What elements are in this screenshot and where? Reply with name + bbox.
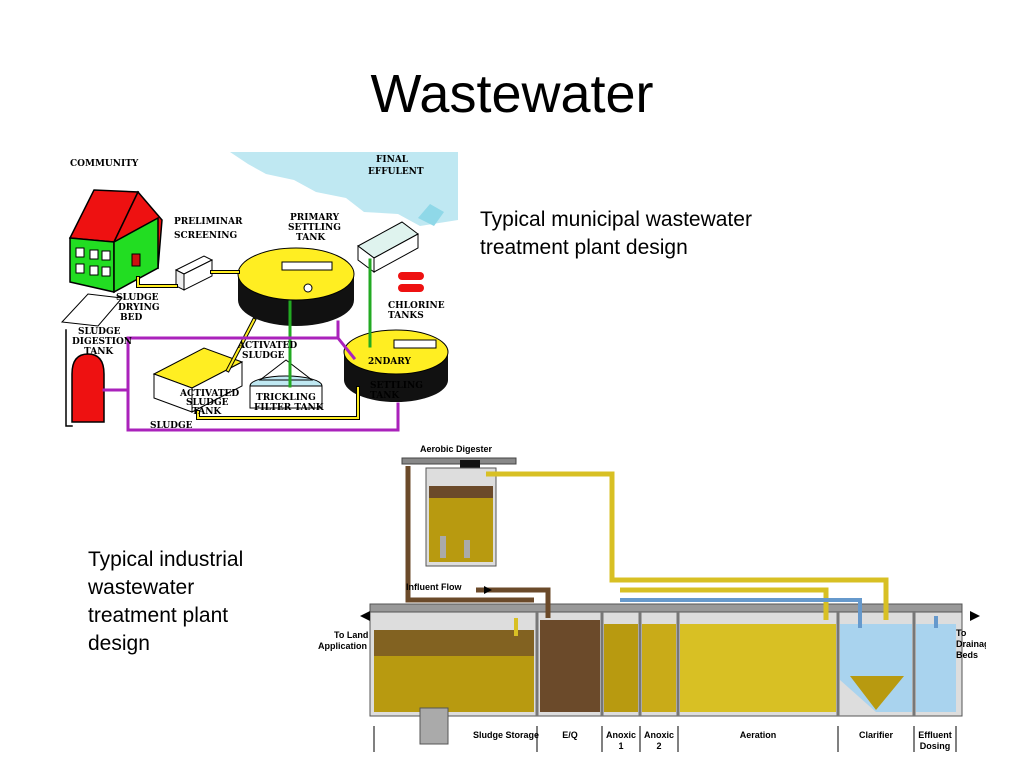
compartment-sludge-storage: Sludge Storage xyxy=(473,730,539,740)
compartment-eq: E/Q xyxy=(562,730,578,740)
label-trickling-1: TRICKLING xyxy=(256,393,316,403)
label-digestion-2: DIGESTION xyxy=(72,337,132,347)
label-settling-1: SETTLING xyxy=(370,381,423,391)
community-house xyxy=(68,189,163,294)
label-to-drainage-1: To xyxy=(956,628,967,638)
label-as-tank-2: SLUDGE xyxy=(186,398,229,408)
compartment-anoxic-2-line-2: 2 xyxy=(656,741,661,751)
industrial-tank-shell xyxy=(369,603,963,745)
compartment-labels xyxy=(373,726,957,752)
label-chlorine-1: CHLORINE xyxy=(388,301,445,311)
label-sludge-bed-1: SLUDGE xyxy=(116,293,159,303)
label-activated-2: SLUDGE xyxy=(242,351,285,361)
municipal-plant-diagram: COMMUNITY FINAL EFFULENT PRELIMINAR SCRE… xyxy=(60,152,458,432)
label-influent-flow: Influent Flow xyxy=(406,582,462,592)
label-aerobic-digester: Aerobic Digester xyxy=(420,444,493,454)
compartment-anoxic-2-line-1: Anoxic xyxy=(644,730,674,740)
label-as-tank-1: ACTIVATED xyxy=(179,389,239,399)
label-settling-2: TANK xyxy=(370,391,400,401)
label-final-effluent-1: FINAL xyxy=(376,155,409,165)
label-trickling-2: FILTER TANK xyxy=(254,403,325,413)
label-to-land-2: Application xyxy=(318,641,367,651)
aerobic-digester xyxy=(401,457,517,567)
trickling-filter xyxy=(249,359,323,409)
label-to-drainage-2: Drainage xyxy=(956,639,986,649)
industrial-caption: Typical industrial wastewater treatment … xyxy=(88,548,244,655)
municipal-pipes xyxy=(65,258,400,432)
municipal-caption: Typical municipal wastewater treatment p… xyxy=(480,208,752,259)
label-to-land-1: To Land xyxy=(334,630,368,640)
label-to-drainage-3: Beds xyxy=(956,650,978,660)
label-primary-3: TANK xyxy=(296,233,326,243)
compartment-effluent-line-1: Effluent xyxy=(918,730,952,740)
label-preliminary-2: SCREENING xyxy=(174,231,237,241)
industrial-pipes xyxy=(405,466,938,636)
compartment-clarifier: Clarifier xyxy=(859,730,894,740)
label-primary-1: PRIMARY xyxy=(290,213,340,223)
compartment-aeration: Aeration xyxy=(740,730,777,740)
compartment-anoxic-1-line-1: Anoxic xyxy=(606,730,636,740)
industrial-plant-diagram: Aerobic Digester Influent Flow To Land A… xyxy=(318,444,986,752)
sludge-drying-bed xyxy=(60,293,123,327)
label-chlorine-2: TANKS xyxy=(388,311,424,321)
compartment-anoxic-1-line-2: 1 xyxy=(618,741,623,751)
label-digestion-3: TANK xyxy=(84,347,114,357)
label-activated-1: ACTIVATED xyxy=(237,341,297,351)
label-final-effluent-2: EFFULENT xyxy=(368,167,424,177)
compartment-effluent-line-2: Dosing xyxy=(920,741,951,751)
label-sludge: SLUDGE xyxy=(150,421,193,431)
label-community: COMMUNITY xyxy=(70,159,139,169)
chlorine-tanks xyxy=(398,272,424,292)
label-primary-2: SETTLING xyxy=(288,223,341,233)
river-water xyxy=(230,152,458,226)
activated-sludge-tank xyxy=(152,347,244,413)
label-sludge-bed-3: BED xyxy=(120,313,142,323)
label-digestion-1: SLUDGE xyxy=(78,327,121,337)
label-as-tank-3: TANK xyxy=(192,407,222,417)
flow-arrows xyxy=(360,586,980,621)
digestion-tank xyxy=(71,353,105,423)
label-sludge-bed-2: DRYING xyxy=(118,303,160,313)
label-preliminary-1: PRELIMINAR xyxy=(174,217,243,227)
slide-title: Wastewater xyxy=(370,64,654,124)
effluent-splash xyxy=(418,204,444,226)
primary-settling-tank xyxy=(237,247,355,326)
label-secondary: 2NDARY xyxy=(368,357,411,367)
